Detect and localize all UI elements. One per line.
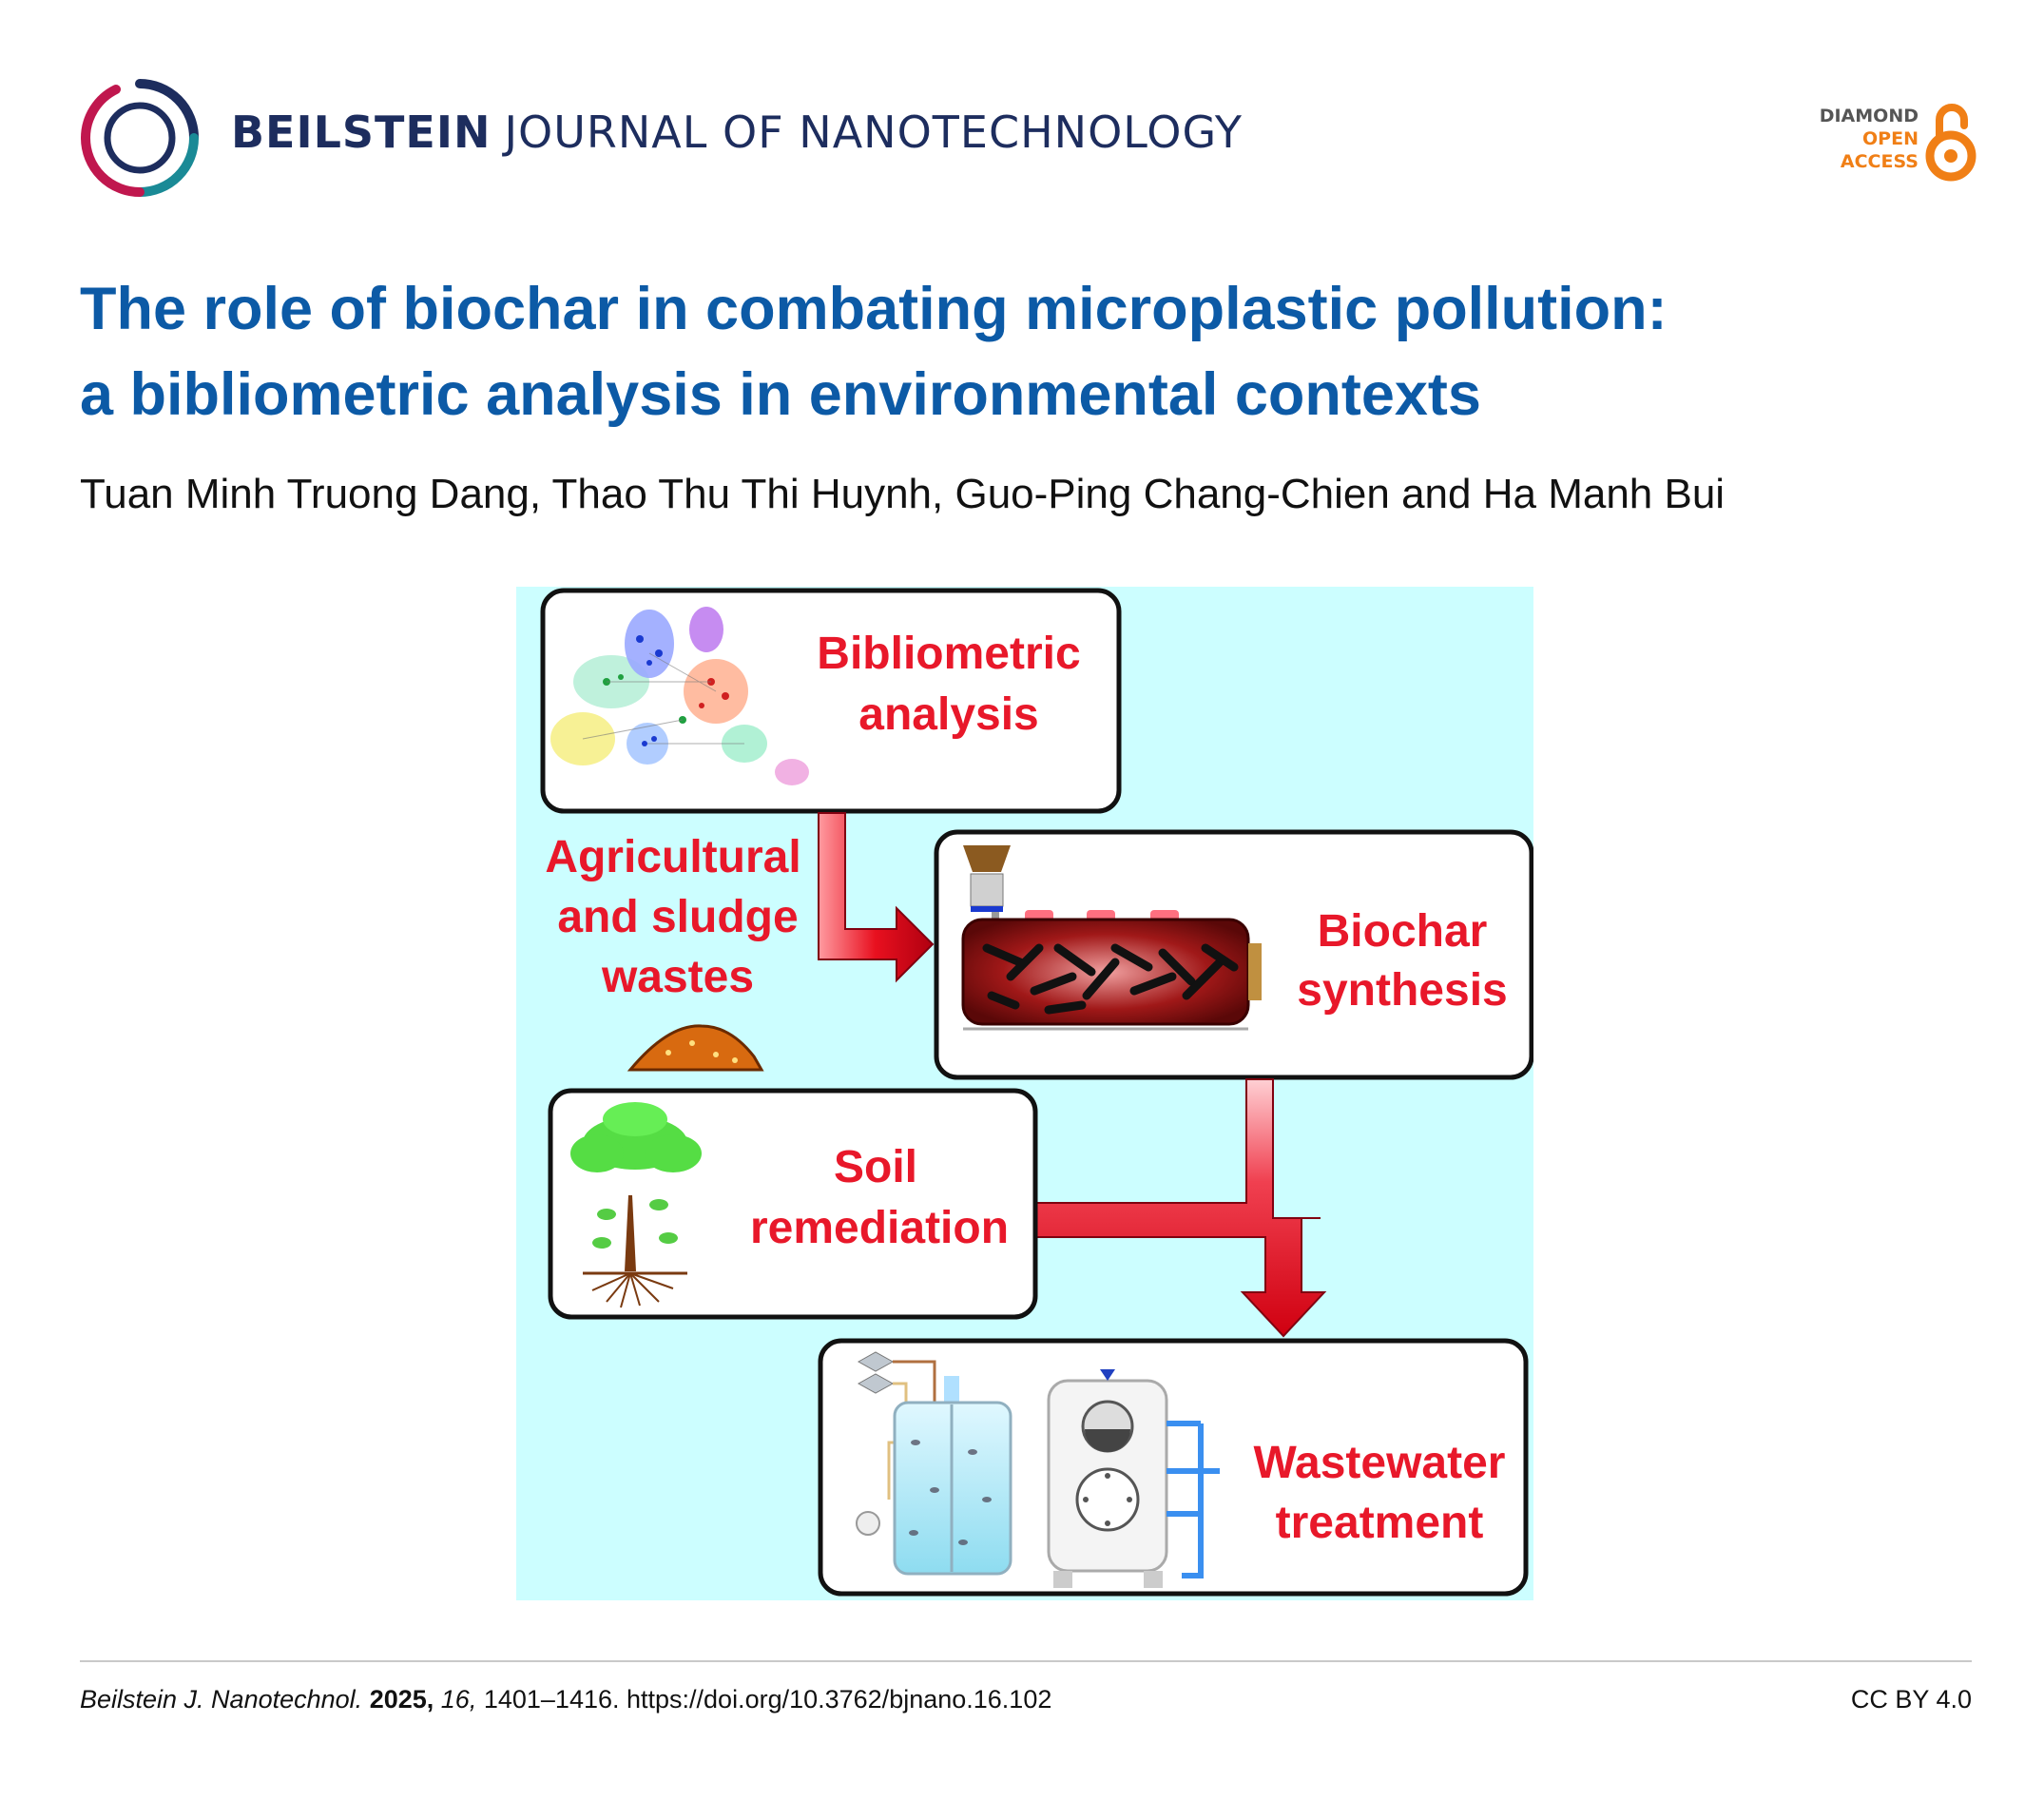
wastes-line-2: and sludge [557, 892, 798, 942]
journal-logo-icon [81, 79, 199, 197]
agricultural-wastes-label: Agricultural and sludge wastes [545, 832, 801, 1072]
diamond-open-access-badge: DIAMOND OPEN ACCESS [1787, 99, 1977, 184]
citation-year: 2025, [369, 1685, 434, 1714]
biochar-label-line-2: synthesis [1297, 965, 1507, 1016]
journal-name-rest: JOURNAL OF NANOTECHNOLOGY [504, 107, 1243, 158]
bibliometric-label-line-2: analysis [858, 689, 1038, 740]
badge-line-open: OPEN [1862, 128, 1919, 149]
badge-line-diamond: DIAMOND [1819, 106, 1919, 126]
box-soil-remediation: Soil remediation [548, 1088, 1038, 1320]
footer-divider [80, 1660, 1972, 1662]
license: CC BY 4.0 [1850, 1685, 1972, 1714]
badge-line-access: ACCESS [1840, 151, 1919, 172]
network-map-icon [550, 607, 809, 785]
reactor-icon [961, 845, 1262, 1031]
wastewater-label-line-2: treatment [1276, 1498, 1484, 1548]
box-bibliometric-analysis: Bibliometric analysis [540, 588, 1122, 814]
box-biochar-synthesis: Biochar synthesis [934, 829, 1533, 1080]
soil-label-line-2: remediation [750, 1203, 1009, 1253]
soil-label-line-1: Soil [834, 1142, 917, 1192]
tree-icon [570, 1102, 702, 1308]
biochar-label-line-1: Biochar [1318, 906, 1488, 957]
waste-pile-icon [627, 1024, 764, 1072]
article-title: The role of biochar in combating micropl… [80, 266, 1962, 437]
wastewater-label-line-1: Wastewater [1254, 1438, 1506, 1488]
citation-volume: 16, [440, 1685, 477, 1714]
box-wastewater-treatment: Wastewater treatment [818, 1338, 1529, 1597]
arrow-to-biochar-synthesis [818, 812, 935, 983]
wastes-line-3: wastes [601, 952, 754, 1002]
citation-journal: Beilstein J. Nanotechnol. [80, 1685, 363, 1714]
journal-name-bold: BEILSTEIN [231, 107, 492, 158]
graphical-abstract: Bibliometric analysis Agricultural and s… [516, 587, 1533, 1600]
bibliometric-label-line-1: Bibliometric [817, 629, 1080, 679]
open-access-lock-icon [1925, 104, 1977, 182]
title-line-2: a bibliometric analysis in environmental… [80, 361, 1481, 428]
wastes-line-1: Agricultural [545, 832, 800, 882]
citation-pages-doi[interactable]: 1401–1416. https://doi.org/10.3762/bjnan… [483, 1685, 1052, 1714]
treatment-tanks-icon [856, 1351, 1220, 1588]
citation: Beilstein J. Nanotechnol. 2025, 16, 1401… [80, 1685, 1051, 1714]
title-line-1: The role of biochar in combating micropl… [80, 276, 1668, 342]
authors: Tuan Minh Truong Dang, Thao Thu Thi Huyn… [80, 471, 1726, 517]
